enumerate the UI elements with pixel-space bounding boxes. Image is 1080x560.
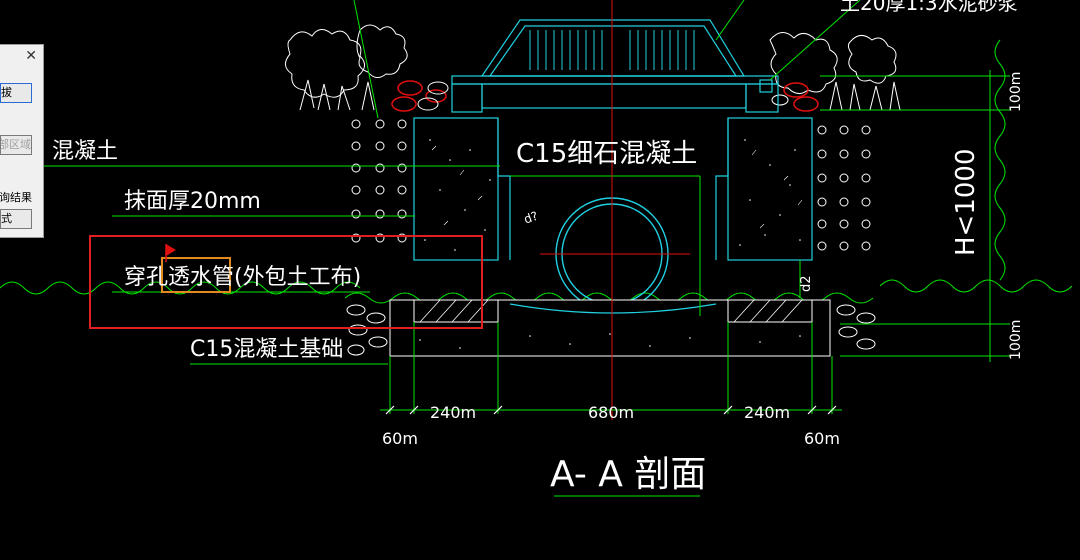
- ground-contour-right: [879, 279, 1073, 293]
- label-slope: d2: [799, 275, 814, 292]
- section-title: A- A 剖面: [550, 454, 706, 495]
- label-concrete-top: 混凝土: [52, 139, 118, 164]
- dim-left-edge: 60m: [382, 429, 418, 448]
- cobble-bedding: [346, 304, 876, 356]
- channel-inner: [497, 118, 729, 260]
- close-icon[interactable]: ✕: [25, 48, 37, 64]
- label-plaster: 抹面厚20mm: [124, 189, 261, 214]
- gravel-dots: [351, 119, 871, 251]
- dim-height: H<1000: [951, 148, 981, 256]
- dim-top-thickness: 100m: [1008, 72, 1024, 112]
- label-c15-fine-concrete: C15细石混凝土: [516, 139, 697, 169]
- label-pipe-prefix: 穿孔: [124, 265, 168, 290]
- top-cut-text: 土20厚1:3水泥砂浆: [840, 0, 1018, 15]
- label-foundation: C15混凝土基础: [190, 337, 343, 362]
- properties-dialog[interactable]: ✕ 拔 部区域 询结果 式: [0, 44, 44, 238]
- ground-contour: [0, 281, 361, 295]
- label-pipe-diameter: d?: [522, 209, 540, 227]
- white-stones: [417, 81, 789, 111]
- cursor-flag: [166, 244, 176, 256]
- dim-center: 680m: [588, 403, 634, 422]
- dimension-ticks: [385, 405, 837, 415]
- red-stones-left: [391, 80, 447, 112]
- shrub-right: [769, 32, 901, 111]
- selection-box[interactable]: [89, 235, 483, 329]
- dialog-button-region[interactable]: 部区域: [0, 135, 32, 155]
- dim-left-wall: 240m: [430, 403, 476, 422]
- label-pipe-highlight: 透水管: [168, 265, 234, 290]
- label-pipe[interactable]: 穿孔透水管(外包土工布): [124, 265, 361, 290]
- right-contour: [994, 39, 1006, 281]
- dialog-button-pick[interactable]: 拔: [0, 83, 32, 103]
- drain-grate: [451, 19, 779, 113]
- red-stones-right: [783, 82, 819, 112]
- center-lines: [540, 0, 690, 420]
- dimension-lines: [0, 0, 1010, 497]
- shrub-left: [285, 24, 408, 111]
- dim-bottom-thickness: 100m: [1008, 320, 1024, 360]
- dim-right-edge: 60m: [804, 429, 840, 448]
- highlight-box[interactable]: [161, 257, 231, 293]
- dialog-button-mode[interactable]: 式: [0, 209, 32, 229]
- label-pipe-suffix: (外包土工布): [234, 265, 361, 290]
- dim-right-wall: 240m: [744, 403, 790, 422]
- dialog-label-result: 询结果: [0, 191, 32, 204]
